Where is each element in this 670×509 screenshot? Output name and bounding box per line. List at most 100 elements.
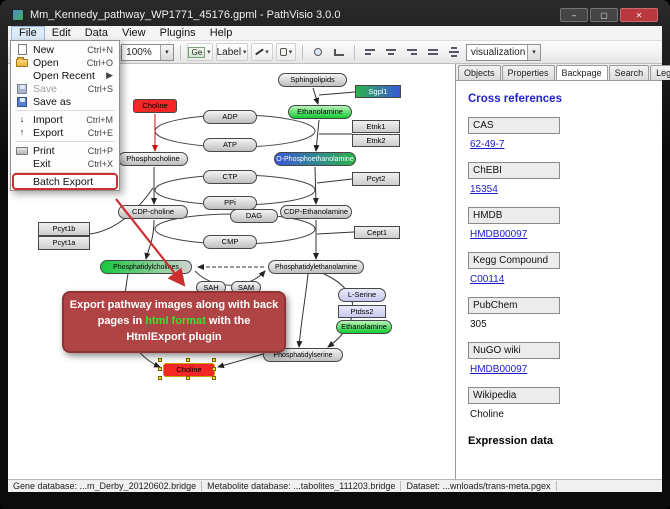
node-cdp-ethanolamine[interactable]: CDP-Ethanolamine	[280, 205, 352, 219]
menu-view[interactable]: View	[121, 27, 146, 39]
xref-value-wikipedia: Choline	[470, 409, 504, 420]
menu-item-exit[interactable]: Exit Ctrl+X	[11, 157, 119, 170]
node-dag[interactable]: DAG	[230, 209, 278, 223]
align-top-button[interactable]	[424, 43, 442, 61]
maximize-button[interactable]: ▢	[590, 8, 618, 22]
close-button[interactable]: ✕	[620, 8, 658, 22]
tab-properties[interactable]: Properties	[501, 65, 555, 80]
selection-handle[interactable]	[158, 367, 162, 371]
datanode-tool-button[interactable]: Ge ▾	[186, 43, 213, 61]
align-left-button[interactable]	[361, 43, 379, 61]
node-ptdss2[interactable]: Ptdss2	[338, 305, 386, 318]
menu-help[interactable]: Help	[209, 27, 233, 39]
node-choline[interactable]: Choline	[133, 99, 177, 113]
node-adp[interactable]: ADP	[203, 110, 257, 124]
zoom-combobox[interactable]: 100% ▾	[121, 43, 174, 61]
menu-separator	[15, 141, 115, 142]
xref-link-hmdb[interactable]: HMDB00097	[470, 229, 528, 240]
menu-item-label: Save	[33, 82, 57, 95]
node-ctp[interactable]: CTP	[203, 170, 257, 184]
selection-handle[interactable]	[158, 376, 162, 380]
menu-item-label: Open	[33, 56, 59, 69]
callout-line-3: HtmlExport plugin	[67, 330, 281, 346]
menu-plugins[interactable]: Plugins	[159, 27, 196, 39]
print-icon	[15, 146, 29, 155]
menu-item-open[interactable]: Open Ctrl+O	[11, 56, 119, 69]
node-sah[interactable]: SAH	[196, 281, 226, 294]
backpage-section-chebi: ChEBI	[468, 162, 560, 179]
align-right-button[interactable]	[403, 43, 421, 61]
menu-item-save-as[interactable]: Save as	[11, 95, 119, 108]
menu-data[interactable]: Data	[84, 27, 108, 39]
backpage-section-kegg: Kegg Compound	[468, 252, 560, 269]
node-sgpl1[interactable]: Sgpl1	[355, 85, 401, 98]
tab-objects[interactable]: Objects	[458, 65, 501, 80]
anchor-tool-button[interactable]	[309, 43, 327, 61]
selection-handle[interactable]	[212, 376, 216, 380]
visualization-dropdown-arrow[interactable]: ▾	[527, 44, 541, 60]
shape-icon	[279, 48, 287, 56]
menu-item-save[interactable]: Save Ctrl+S	[11, 82, 119, 95]
menu-item-open-recent[interactable]: Open Recent ▶	[11, 69, 119, 82]
zoom-dropdown-arrow[interactable]: ▾	[159, 44, 173, 60]
node-choline-selected[interactable]: Choline	[163, 363, 215, 377]
selection-handle[interactable]	[212, 358, 216, 362]
visualization-combobox[interactable]: visualization ▾	[465, 43, 542, 61]
node-atp[interactable]: ATP	[203, 138, 257, 152]
tab-backpage[interactable]: Backpage	[555, 65, 608, 80]
node-l-serine[interactable]: L-Serine	[338, 288, 386, 302]
menu-item-print[interactable]: Print Ctrl+P	[11, 144, 119, 157]
tab-legend[interactable]: Legend	[650, 65, 670, 80]
backpage-section-hmdb: HMDB	[468, 207, 560, 224]
datanode-icon: Ge	[188, 46, 206, 58]
node-pcyt1a[interactable]: Pcyt1a	[38, 236, 90, 250]
selection-handle[interactable]	[158, 358, 162, 362]
node-ethanolamine[interactable]: Ethanolamine	[288, 105, 352, 119]
selection-handle[interactable]	[212, 367, 216, 371]
menu-item-import[interactable]: ↓ Import Ctrl+M	[11, 113, 119, 126]
menu-item-export[interactable]: ↑ Export Ctrl+E	[11, 126, 119, 139]
titlebar: Mm_Kennedy_pathway_WP1771_45176.gpml - P…	[8, 5, 662, 25]
node-phosphatidylethanolamine[interactable]: Phosphatidylethanolamine	[268, 260, 364, 274]
tab-search[interactable]: Search	[608, 65, 650, 80]
menu-item-label: Print	[33, 144, 55, 157]
menu-item-batch-export[interactable]: Batch Export	[11, 173, 119, 190]
distribute-button[interactable]	[445, 43, 463, 61]
xref-link-nugo[interactable]: HMDB00097	[470, 364, 528, 375]
selection-handle[interactable]	[186, 358, 190, 362]
status-metabolite-database: Metabolite database: ...tabolites_111203…	[202, 481, 402, 491]
node-ppi[interactable]: PPi	[203, 196, 257, 210]
node-phosphocholine[interactable]: Phosphocholine	[118, 152, 188, 166]
menu-file[interactable]: File	[11, 25, 45, 41]
connector-tool-button[interactable]	[330, 43, 348, 61]
node-pcyt2[interactable]: Pcyt2	[352, 172, 400, 186]
menu-edit[interactable]: Edit	[51, 27, 71, 39]
node-ethanolamine-2[interactable]: Ethanolamine	[336, 320, 392, 334]
xref-link-chebi[interactable]: 15354	[470, 184, 498, 195]
line-icon	[254, 48, 264, 56]
save-as-icon	[15, 96, 29, 107]
node-o-phosphoethanolamine[interactable]: O-Phosphoethanolamine	[274, 152, 356, 166]
node-phosphatidylcholines[interactable]: Phosphatidylcholines	[100, 260, 192, 274]
node-phosphatidylserine[interactable]: Phosphatidylserine	[263, 348, 343, 362]
node-pcyt1b[interactable]: Pcyt1b	[38, 222, 90, 236]
align-center-button[interactable]	[382, 43, 400, 61]
side-panel-tabs: Objects Properties Backpage Search Legen…	[456, 64, 670, 80]
xref-link-cas[interactable]: 62-49-7	[470, 139, 505, 150]
node-cept1[interactable]: Cept1	[354, 226, 400, 239]
node-sphingolipids[interactable]: Sphingolipids	[278, 73, 347, 87]
node-cdp-choline[interactable]: CDP-choline	[118, 205, 188, 219]
line-tool-button[interactable]: ▾	[250, 43, 273, 61]
label-tool-button[interactable]: Label ▾	[215, 43, 248, 61]
selection-handle[interactable]	[186, 376, 190, 380]
callout-text: Export pathway images along with back	[69, 299, 279, 311]
backpage-panel: Cross references CAS 62-49-7 ChEBI 15354…	[456, 80, 662, 479]
node-etnk2[interactable]: Etnk2	[352, 134, 400, 147]
xref-link-kegg[interactable]: C00114	[470, 274, 505, 285]
menu-item-new[interactable]: New Ctrl+N	[11, 43, 119, 56]
minimize-button[interactable]: –	[560, 8, 588, 22]
node-etnk1[interactable]: Etnk1	[352, 120, 400, 133]
toolbar-separator	[179, 44, 181, 60]
node-cmp[interactable]: CMP	[203, 235, 257, 249]
shape-tool-button[interactable]: ▾	[275, 43, 297, 61]
